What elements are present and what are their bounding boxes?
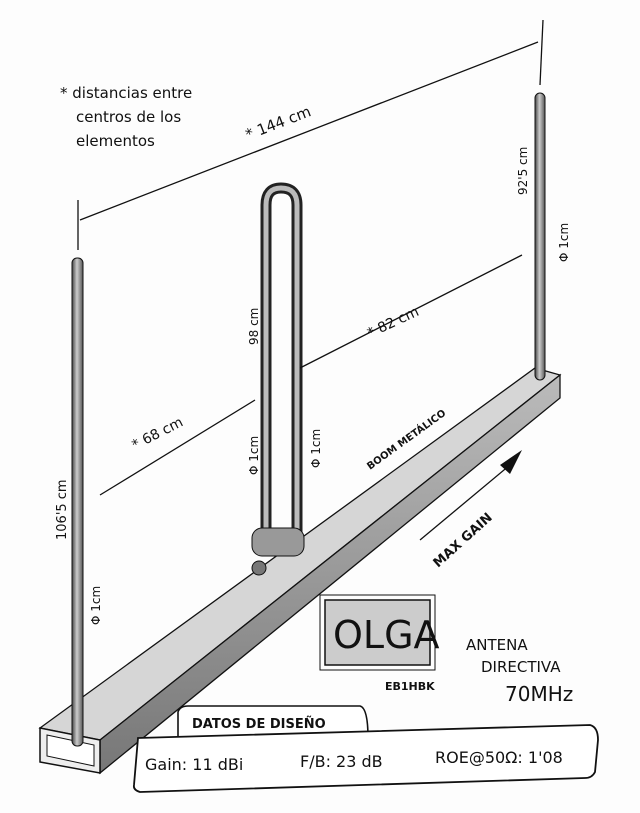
total-length-label: * 144 cm xyxy=(243,102,313,143)
dipole-length-label: 98 cm xyxy=(247,308,261,345)
dipole-diameter-right-label: Φ 1cm xyxy=(309,429,323,468)
spec-gain: Gain: 11 dBi xyxy=(145,755,243,774)
spec-swr: ROE@50Ω: 1'08 xyxy=(435,748,563,767)
note-line-2: centros de los xyxy=(76,108,181,126)
title-line-1: ANTENA xyxy=(466,636,528,654)
director-spacing-label: * 82 cm xyxy=(365,304,422,342)
max-gain-label: MAX GAIN xyxy=(431,510,496,571)
director-length-label: 92'5 cm xyxy=(516,147,530,195)
note-line-3: elementos xyxy=(76,132,155,150)
note-line-1: * distancias entre xyxy=(60,84,192,102)
dimension-lines xyxy=(77,19,544,541)
spec-fb: F/B: 23 dB xyxy=(300,752,383,771)
reflector-length-label: 106'5 cm xyxy=(55,479,70,540)
callsign: EB1HBK xyxy=(385,680,435,693)
logo-text: OLGA xyxy=(333,613,440,657)
director-element xyxy=(534,92,546,381)
olga-logo: OLGA xyxy=(319,594,440,671)
design-data-box xyxy=(132,705,599,793)
reflector-element xyxy=(71,257,84,747)
director-diameter-label: Φ 1cm xyxy=(557,223,571,262)
title-line-3: 70MHz xyxy=(505,682,573,706)
title-line-2: DIRECTIVA xyxy=(481,658,561,676)
specs-header: DATOS DE DISEÑO xyxy=(192,716,326,732)
dipole-clamp xyxy=(251,527,305,576)
folded-dipole-element xyxy=(260,182,303,548)
reflector-diameter-label: Φ 1cm xyxy=(89,586,103,625)
dipole-diameter-left-label: Φ 1cm xyxy=(247,436,261,475)
